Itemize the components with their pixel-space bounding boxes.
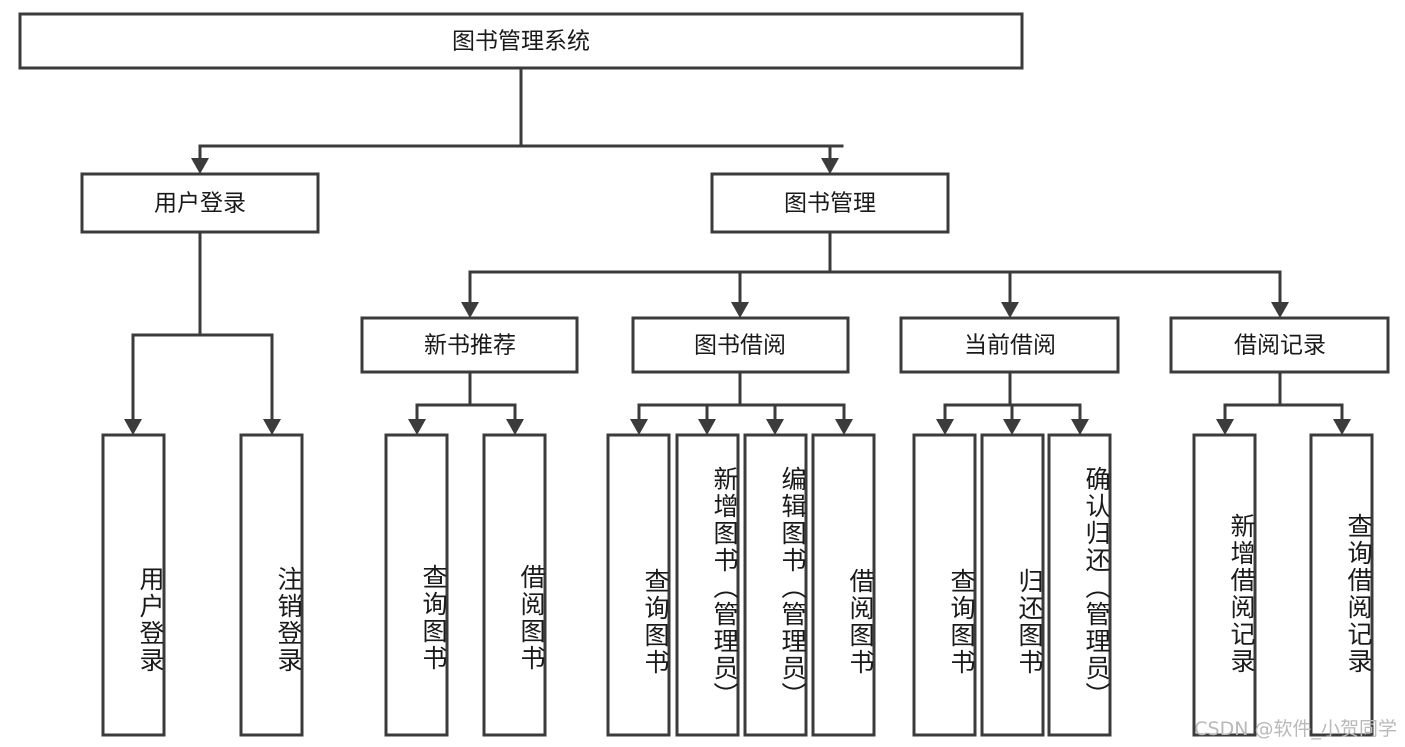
leaf-label-borrow-book: 借阅图书 — [846, 567, 875, 676]
leaf-box-add-book-admin[interactable] — [675, 433, 740, 737]
leaf-box-query-book-borrow[interactable] — [606, 433, 671, 737]
leaf-label-query-book-borrow: 查询图书 — [641, 567, 670, 676]
leaf-label-user-login: 用户登录 — [136, 566, 165, 674]
leaf-label-add-book-admin: 新增图书（管理员） — [710, 466, 739, 709]
node-book-management[interactable]: 图书管理 — [710, 172, 950, 234]
node-new-book-recommend[interactable]: 新书推荐 — [360, 316, 579, 374]
leaf-box-user-login[interactable] — [101, 433, 166, 737]
leaf-label-confirm-return-admin: 确认归还（管理员） — [1082, 466, 1111, 709]
connector-book-borrow-to-leaves — [630, 370, 853, 435]
node-user-login-label: 用户登录 — [154, 191, 246, 217]
connector-book-mgmt-to-level3 — [461, 230, 1289, 318]
leaf-label-query-borrow-record: 查询借阅记录 — [1344, 512, 1373, 675]
node-root[interactable]: 图书管理系统 — [18, 12, 1024, 70]
node-user-login[interactable]: 用户登录 — [80, 172, 320, 234]
leaf-box-return-book[interactable] — [980, 433, 1045, 737]
leaf-box-add-borrow-record[interactable] — [1192, 433, 1257, 737]
leaf-box-query-borrow-record[interactable] — [1309, 433, 1374, 737]
leaf-box-confirm-return-admin[interactable] — [1047, 433, 1112, 737]
node-current-borrow[interactable]: 当前借阅 — [899, 316, 1120, 374]
leaf-label-edit-book-admin: 编辑图书（管理员） — [778, 466, 807, 709]
node-book-borrow-label: 图书借阅 — [694, 333, 786, 359]
node-borrow-record[interactable]: 借阅记录 — [1169, 316, 1390, 374]
leaf-label-query-book-current: 查询图书 — [947, 567, 976, 676]
node-new-book-recommend-label: 新书推荐 — [424, 333, 516, 359]
leaf-label-query-book-rec: 查询图书 — [419, 563, 448, 672]
leaf-box-borrow-book[interactable] — [811, 433, 876, 737]
node-root-label: 图书管理系统 — [452, 29, 590, 55]
connector-user-login-to-leaves — [124, 230, 281, 435]
connector-borrow-record-to-leaves — [1216, 370, 1351, 435]
node-current-borrow-label: 当前借阅 — [964, 333, 1056, 359]
leaf-box-query-book-rec[interactable] — [384, 433, 449, 737]
leaf-label-borrow-book-rec: 借阅图书 — [517, 563, 546, 672]
connector-new-book-rec-to-leaves — [408, 370, 524, 435]
connector-current-borrow-to-leaves — [936, 370, 1089, 435]
node-book-management-label: 图书管理 — [784, 191, 876, 217]
leaf-box-logout[interactable] — [239, 433, 304, 737]
leaf-box-query-book-current[interactable] — [912, 433, 977, 737]
connector-root-to-level2 — [191, 66, 844, 174]
leaf-label-add-borrow-record: 新增借阅记录 — [1227, 512, 1256, 675]
leaf-box-edit-book-admin[interactable] — [743, 433, 808, 737]
node-borrow-record-label: 借阅记录 — [1234, 333, 1326, 359]
node-book-borrow[interactable]: 图书借阅 — [631, 316, 850, 374]
leaf-label-return-book: 归还图书 — [1015, 567, 1044, 676]
leaf-label-logout: 注销登录 — [274, 566, 303, 674]
leaf-boxes — [101, 433, 1374, 737]
leaf-box-borrow-book-rec[interactable] — [482, 433, 547, 737]
